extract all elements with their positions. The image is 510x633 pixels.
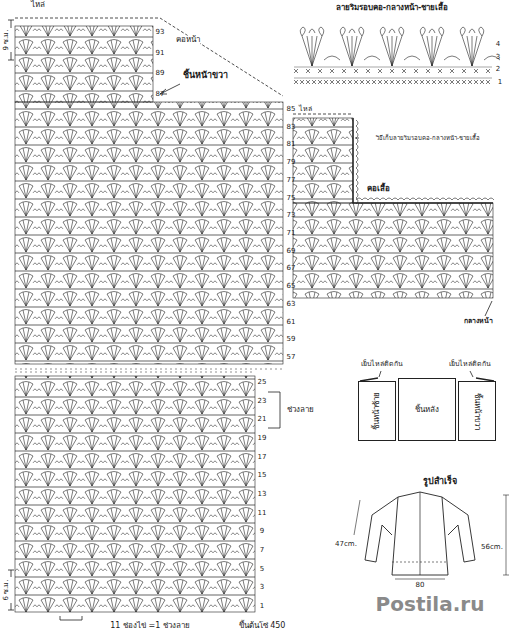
- row-number: 83: [287, 124, 296, 132]
- row-number: 25: [258, 379, 267, 387]
- leader-line: [485, 301, 492, 316]
- shoulder-line: [15, 18, 283, 96]
- row-number: 79: [287, 159, 296, 167]
- row-number: 65: [287, 283, 296, 291]
- row-number: 2: [496, 66, 500, 74]
- dimension: 56cm.: [481, 544, 503, 552]
- row-number: 57: [287, 354, 296, 362]
- single-crochet-marks: [294, 69, 490, 84]
- chart-label: คอหน้า: [176, 36, 200, 45]
- repeat-bracket: [60, 616, 82, 620]
- row-number: 85: [287, 106, 296, 114]
- section-break: [15, 369, 283, 372]
- chart-label: วิธีเก็บลายริมรอบคอ-กลางหน้า-ชายเสื้อ: [376, 135, 480, 142]
- dimension-line: [503, 495, 509, 575]
- front-opening: [420, 492, 421, 575]
- dimension: 6 ซ.ม.: [3, 579, 11, 600]
- chart-drawing: [8, 18, 509, 620]
- chart-label: คอเสื้อ: [367, 185, 390, 194]
- garment-sleeve: [442, 497, 475, 562]
- chart-label: ขึ้นต้นโซ่ 450: [239, 622, 286, 631]
- chart-label: ไหล่: [299, 106, 312, 114]
- garment-sleeve: [365, 497, 398, 562]
- row-number: 17: [258, 454, 267, 462]
- row-number: 3: [496, 54, 500, 62]
- chart-label: เย็บไหล่ติดกัน: [449, 361, 491, 369]
- row-number: 71: [287, 230, 296, 238]
- chart-section: [15, 26, 153, 102]
- dimension: 80: [416, 582, 425, 590]
- dimension-line: [395, 579, 445, 580]
- chart-label: 11 ช่องไข่ =1 ช่วงลาย: [110, 622, 190, 631]
- chart-label: รูปสำเร็จ: [423, 477, 457, 487]
- piece-name: ชิ้นหน้าขวา: [473, 393, 482, 430]
- dimension-line: [354, 500, 360, 535]
- watermark: Postila.ru: [376, 593, 485, 615]
- chart-section: [15, 376, 255, 612]
- garment-piece: ชิ้นหลัง: [398, 378, 456, 441]
- fan-stitch: [380, 27, 420, 66]
- row-number: 63: [287, 301, 296, 309]
- row-number: 7: [260, 547, 264, 555]
- garment-body: [392, 492, 448, 575]
- row-number: 61: [287, 319, 296, 327]
- chart-label: ลายริมรอบคอ-กลางหน้า-ชายเสื้อ: [336, 4, 449, 13]
- row-number: 9: [260, 529, 264, 537]
- dimension: 9 ซ.ม.: [3, 29, 11, 50]
- row-number: 5: [260, 566, 264, 574]
- leader-line: [379, 371, 473, 377]
- shoulder-line: [293, 114, 353, 115]
- fan-stitch: [420, 27, 460, 66]
- leader-line: [355, 138, 359, 139]
- row-number: 1: [260, 603, 264, 611]
- row-number: 77: [287, 177, 296, 185]
- row-number: 11: [258, 510, 267, 518]
- row-number: 81: [287, 142, 296, 150]
- row-number: 19: [258, 435, 267, 443]
- row-number: 1: [498, 79, 502, 87]
- fan-stitch: [300, 27, 340, 66]
- row-number: 3: [260, 585, 264, 593]
- edging-panel: [293, 203, 493, 298]
- row-number: 23: [258, 398, 267, 406]
- garment-piece: ชิ้นหน้าขวา: [458, 381, 496, 441]
- row-number: 21: [258, 416, 267, 424]
- fan-stitch: [340, 27, 380, 66]
- piece-name: ชิ้นหน้าซ้าย: [373, 392, 382, 430]
- row-number: 69: [287, 248, 296, 256]
- chart-section: [15, 102, 283, 364]
- fan-stitch: [460, 27, 500, 66]
- chart-label: ช่วงลาย: [287, 406, 314, 415]
- garment-piece: ชิ้นหน้าซ้าย: [358, 381, 396, 441]
- chart-label: ไหล่: [31, 1, 45, 10]
- hem-band: [392, 562, 448, 563]
- row-number: 87: [156, 91, 165, 99]
- row-number: 75: [287, 195, 296, 203]
- neck-edge: [353, 118, 493, 203]
- piece-name: ชิ้นหลัง: [415, 405, 439, 414]
- row-number: 89: [156, 71, 165, 79]
- repeat-bracket: [268, 392, 280, 428]
- edging-stitches: [356, 120, 494, 204]
- row-number: 93: [156, 29, 165, 37]
- dimension: 47cm.: [335, 541, 357, 549]
- chart-label: กลางหน้า: [464, 318, 493, 326]
- chart-label: เย็บไหล่ติดกัน: [361, 361, 403, 369]
- edging-panel: [293, 118, 353, 203]
- row-number: 67: [287, 266, 296, 274]
- row-number: 59: [287, 336, 296, 344]
- row-number: 91: [156, 50, 165, 58]
- row-number: 4: [496, 41, 500, 49]
- row-number: 73: [287, 212, 296, 220]
- row-number: 13: [258, 491, 267, 499]
- row-number: 15: [258, 473, 267, 481]
- row-line: [294, 67, 492, 78]
- chart-label: ชิ้นหน้าขวา: [183, 71, 228, 81]
